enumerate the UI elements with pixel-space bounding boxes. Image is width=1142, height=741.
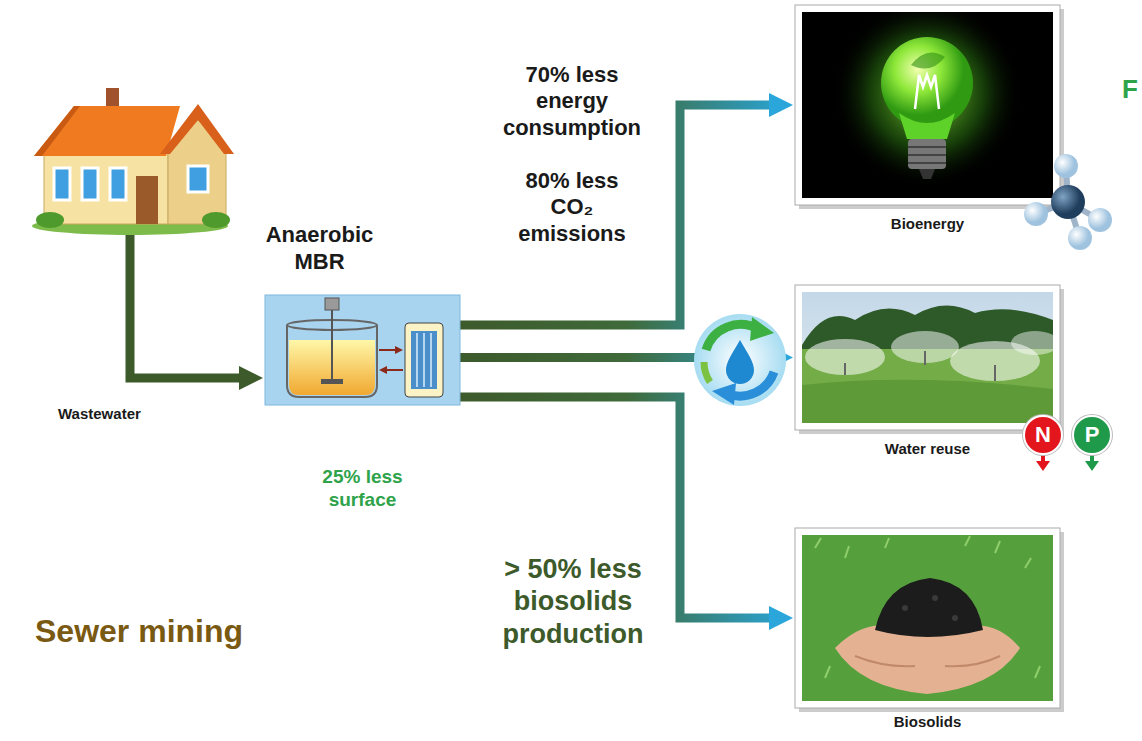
recycle-icon <box>694 314 786 406</box>
reactor-box: Anaerobic MBR <box>265 295 460 405</box>
bulb-picture <box>832 12 1022 188</box>
nutrient-badge: P <box>1072 415 1112 455</box>
house-drawing <box>44 148 168 224</box>
bulb-picture <box>908 147 946 163</box>
node-label: Anaerobic MBR <box>257 222 382 275</box>
node-label: Wastewater <box>58 405 141 423</box>
node-label: Water reuse <box>885 440 970 458</box>
benefit-note: 25% less surface <box>300 466 425 512</box>
concept-title: Sewer mining <box>35 612 243 650</box>
house-drawing <box>136 176 158 224</box>
house-drawing <box>160 104 234 154</box>
house-drawing <box>34 106 180 156</box>
soil-picture <box>802 535 1053 701</box>
irrigation-picture <box>802 380 1053 423</box>
reactor-drawing <box>411 331 437 389</box>
nutrient-arrow <box>1090 455 1094 462</box>
reactor-drawing <box>379 349 395 351</box>
house-drawing <box>54 168 70 200</box>
output-picture: Bioenergy <box>795 5 1060 205</box>
irrigation-picture <box>845 351 995 381</box>
soil-picture <box>932 595 938 601</box>
nutrient-arrow <box>1041 455 1045 462</box>
reactor-drawing <box>321 379 343 384</box>
methane-molecule <box>1054 154 1078 178</box>
house-drawing <box>36 212 64 228</box>
node-label: Bioenergy <box>891 215 964 233</box>
reactor-drawing <box>417 333 431 387</box>
reactor-drawing <box>379 366 387 374</box>
benefit-note: 80% less CO₂ emissions <box>507 168 637 247</box>
methane-molecule <box>1051 185 1085 219</box>
recycle-icon <box>712 383 736 405</box>
house-drawing <box>32 88 234 235</box>
bulb-picture <box>832 12 1022 188</box>
flow-arrow <box>460 397 769 618</box>
soil-picture <box>795 528 1064 712</box>
source-house: Wastewater <box>30 80 230 235</box>
soil-picture <box>952 615 958 621</box>
bulb-picture <box>915 75 939 109</box>
bulb-picture <box>908 139 946 169</box>
reactor-drawing <box>405 323 443 397</box>
nutrient-arrow <box>1085 461 1099 471</box>
house-drawing <box>188 166 208 192</box>
house-drawing <box>34 106 80 156</box>
methane-molecule <box>1088 208 1112 232</box>
nutrient-badge: N <box>1023 415 1063 455</box>
node-label: P <box>1085 422 1100 448</box>
recycle-icon <box>750 317 774 341</box>
recycle-icon <box>694 314 786 406</box>
reactor-drawing <box>395 346 403 354</box>
soil-picture <box>855 656 1000 666</box>
irrigation-picture <box>795 285 1060 430</box>
bulb-picture <box>919 169 935 179</box>
bulb-picture <box>899 113 955 139</box>
soil-picture <box>795 528 1060 708</box>
bulb-picture <box>795 0 1064 209</box>
output-picture: Water reuse <box>795 285 1060 430</box>
flow-arrow <box>130 235 239 378</box>
irrigation-picture <box>802 292 1053 423</box>
nutrient-arrow <box>1036 461 1050 471</box>
bulb-picture <box>881 37 973 129</box>
house-drawing <box>110 168 126 200</box>
recycle-icon <box>726 340 754 384</box>
benefit-note: > 50% less biosolids production <box>478 553 668 650</box>
soil-picture <box>802 535 1053 701</box>
irrigation-picture <box>799 289 1064 434</box>
soil-picture <box>902 605 908 611</box>
recycle-icon <box>706 324 758 350</box>
methane-molecule <box>1024 202 1048 226</box>
methane-molecule <box>1068 226 1092 250</box>
bulb-picture <box>911 53 945 69</box>
node-label: N <box>1035 422 1051 448</box>
reactor-drawing <box>265 295 460 405</box>
irrigation-picture <box>795 285 1064 434</box>
benefit-note: 70% less energy consumption <box>497 62 647 141</box>
house-drawing <box>202 212 230 228</box>
methane-molecule <box>1024 154 1112 250</box>
output-picture: Biosolids <box>795 528 1060 708</box>
node-label: Biosolids <box>894 713 962 731</box>
recycle-icon <box>704 362 710 382</box>
reactor-drawing <box>387 369 403 371</box>
reactor-drawing <box>331 309 333 381</box>
reactor-drawing <box>325 298 339 310</box>
house-drawing <box>82 168 98 200</box>
partial-letter: F <box>1122 74 1138 105</box>
irrigation-picture <box>1011 331 1053 355</box>
reactor-drawing <box>265 295 460 405</box>
soil-picture <box>875 578 983 637</box>
soil-picture <box>799 532 1064 712</box>
nutrient-arrow <box>1036 455 1099 471</box>
